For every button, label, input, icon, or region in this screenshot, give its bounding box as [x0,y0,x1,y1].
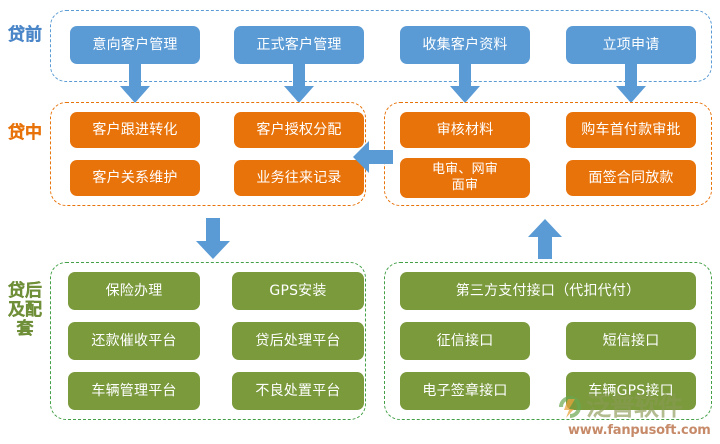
stage-label-post: 贷后及配套 [8,281,42,339]
node-phone-online-face-review[interactable]: 电审、网审 面审 [400,158,530,198]
node-customer-follow-up-conversion[interactable]: 客户跟进转化 [70,112,200,148]
node-credit-reporting-interface[interactable]: 征信接口 [400,322,530,360]
arrow-down-intent-to-mid [119,64,151,104]
arrow-left-mid-right-to-mid-left [352,140,394,174]
arrow-up-post-right-to-mid-right [527,218,563,260]
node-vehicle-gps-interface[interactable]: 车辆GPS接口 [566,372,696,410]
arrow-down-collect-to-mid [449,64,481,104]
node-business-interaction-records[interactable]: 业务往来记录 [234,160,364,196]
stage-label-mid: 贷中 [8,123,42,143]
node-gps-installation[interactable]: GPS安装 [232,272,364,310]
node-vehicle-management-platform[interactable]: 车辆管理平台 [68,372,200,410]
node-down-payment-approval[interactable]: 购车首付款审批 [566,112,696,148]
node-customer-authorization-allocation[interactable]: 客户授权分配 [234,112,364,148]
node-collect-customer-data[interactable]: 收集客户资料 [400,26,530,64]
zone-pre [50,10,712,82]
node-project-application[interactable]: 立项申请 [566,26,696,64]
node-repayment-collection-platform[interactable]: 还款催收平台 [68,322,200,360]
node-formal-customer-management[interactable]: 正式客户管理 [234,26,364,64]
node-customer-relationship-maintenance[interactable]: 客户关系维护 [70,160,200,196]
node-review-materials[interactable]: 审核材料 [400,112,530,148]
arrow-down-mid-left-to-post-left [195,218,231,260]
node-intent-customer-management[interactable]: 意向客户管理 [70,26,200,64]
zone-post-left [50,262,366,420]
watermark-url: www.fanpusoft.com [568,423,711,438]
node-electronic-signature-interface[interactable]: 电子签章接口 [400,372,530,410]
stage-label-pre: 贷前 [8,25,42,45]
node-sms-interface[interactable]: 短信接口 [566,322,696,360]
arrow-down-formal-to-mid [283,64,315,104]
zone-post-right [384,262,712,420]
node-third-party-payment-interface[interactable]: 第三方支付接口（代扣代付） [400,272,696,310]
node-face-signing-contract-disbursement[interactable]: 面签合同放款 [566,160,696,196]
node-post-loan-processing-platform[interactable]: 贷后处理平台 [232,322,364,360]
node-bad-debt-disposal-platform[interactable]: 不良处置平台 [232,372,364,410]
node-insurance-processing[interactable]: 保险办理 [68,272,200,310]
arrow-down-project-to-mid [615,64,647,104]
